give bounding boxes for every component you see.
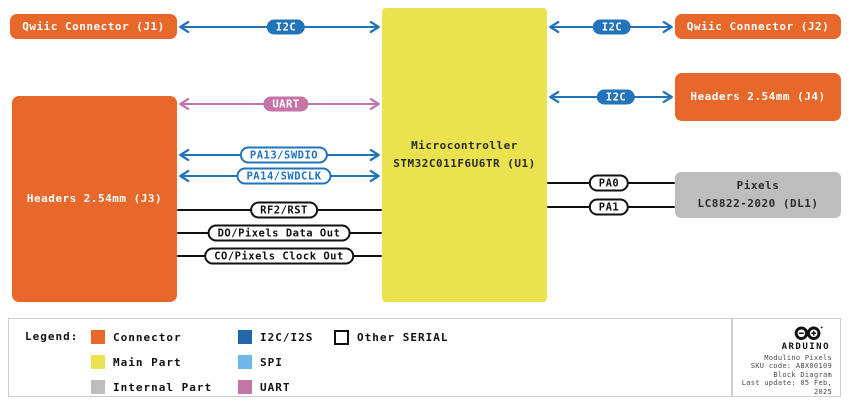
block-label: Headers 2.54mm (J3) (26, 192, 163, 206)
footer-product: Modulino Pixels (764, 353, 832, 362)
legend-item-label: I2C/I2S (260, 330, 314, 344)
i2c-label: I2C (596, 89, 636, 105)
arduino-logo-icon (794, 326, 823, 340)
legend-item-uart: UART (238, 380, 291, 394)
legend-item-other-serial: Other SERIAL (334, 329, 449, 345)
block-label-line1: Pixels (736, 179, 780, 193)
i2c-label: I2C (266, 19, 306, 35)
legend-divider (731, 319, 733, 396)
other-serial-swatch (334, 329, 349, 345)
legend-item-label: Main Part (113, 355, 182, 369)
uart-label: UART (263, 96, 309, 112)
legend-item-label: Other SERIAL (357, 330, 449, 344)
block-label-line2: LC8822-2020 (DL1) (697, 197, 819, 210)
legend-item-i2c-i2s: I2C/I2S (238, 330, 313, 344)
block-headers-j4: Headers 2.54mm (J4) (675, 73, 841, 121)
block-label-line1: Microcontroller (411, 139, 518, 153)
legend-item-spi: SPI (238, 355, 283, 369)
legend-panel: Legend: Connector Main Part Internal Par… (8, 318, 841, 397)
uart-swatch (238, 380, 252, 394)
legend-item-label: SPI (260, 355, 283, 369)
main-part-swatch (91, 355, 105, 369)
pixels-data-label: DO/Pixels Data Out (207, 224, 351, 242)
legend-item-connector: Connector (91, 330, 182, 344)
block-label: Qwiic Connector (J1) (22, 19, 165, 33)
rst-label: RF2/RST (250, 201, 318, 219)
block-headers-j3: Headers 2.54mm (J3) (12, 96, 177, 302)
block-label: Qwiic Connector (J2) (686, 19, 830, 33)
pa1-label: PA1 (588, 198, 630, 216)
block-microcontroller-u1: Microcontroller STM32C011F6U6TR (U1) (382, 8, 547, 302)
pixels-clock-label: CO/Pixels Clock Out (204, 247, 354, 265)
block-qwiic-connector-j2: Qwiic Connector (J2) (675, 14, 841, 39)
swdclk-label: PA14/SWDCLK (236, 167, 332, 185)
legend-item-internal-part: Internal Part (91, 380, 212, 394)
internal-part-swatch (91, 380, 105, 394)
spi-swatch (238, 355, 252, 369)
connector-swatch (91, 330, 105, 344)
legend-title: Legend: (25, 330, 79, 343)
footer-sku: SKU code: ABX00109 (750, 362, 832, 370)
block-pixels-dl1: Pixels LC8822-2020 (DL1) (675, 172, 841, 218)
legend-item-label: Internal Part (113, 380, 213, 394)
footer-last-update: Last update: 05 Feb, 2025 (741, 379, 832, 396)
brand-name: ARDUINO (781, 341, 830, 352)
legend-item-main-part: Main Part (91, 355, 182, 369)
i2c-i2s-swatch (238, 330, 252, 344)
footer-document: Block Diagram (773, 370, 832, 379)
swdio-label: PA13/SWDIO (239, 146, 329, 164)
block-label: Headers 2.54mm (J4) (690, 90, 826, 104)
legend-item-label: UART (260, 380, 291, 394)
pa0-label: PA0 (588, 174, 630, 192)
brand-panel: ARDUINO Modulino Pixels SKU code: ABX001… (733, 319, 840, 396)
block-label-line2: STM32C011F6U6TR (U1) (393, 157, 536, 170)
block-qwiic-connector-j1: Qwiic Connector (J1) (10, 14, 177, 39)
legend-item-label: Connector (113, 330, 182, 344)
i2c-label: I2C (592, 19, 632, 35)
